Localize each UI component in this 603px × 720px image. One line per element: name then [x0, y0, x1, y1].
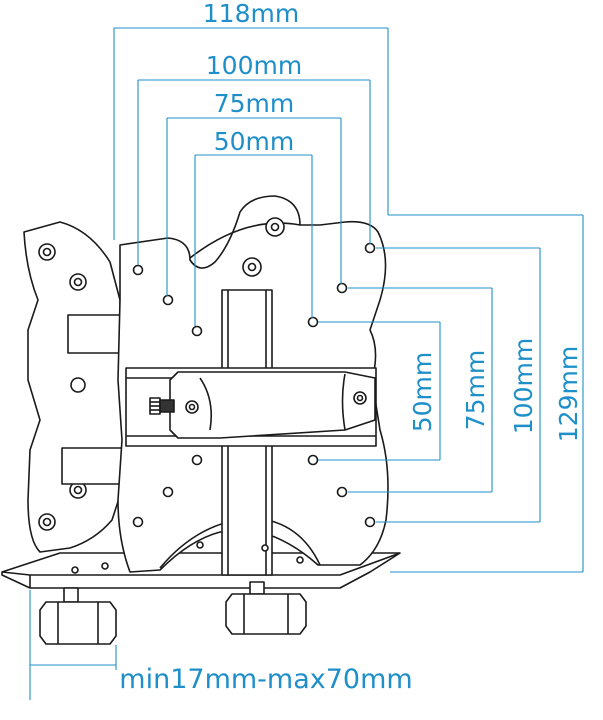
clamp-feet: [39, 581, 307, 645]
dim-height-129: 129mm: [554, 346, 583, 442]
dim-width-50: 50mm: [214, 127, 295, 156]
dim-width-118: 118mm: [203, 0, 299, 28]
dim-width-75: 75mm: [214, 89, 295, 118]
dim-clamp-range: min17mm-max70mm: [119, 664, 412, 695]
dim-height-75: 75mm: [461, 350, 490, 431]
back-plate: [23, 221, 133, 553]
clamp-assembly: [125, 367, 377, 447]
dimension-lines: [29, 27, 584, 700]
dim-height-50: 50mm: [408, 352, 437, 433]
dim-height-100: 100mm: [509, 338, 538, 434]
bracket-drawing: [1, 195, 401, 645]
dim-width-100: 100mm: [206, 51, 302, 80]
dimension-labels: 118mm 100mm 75mm 50mm 50mm 75mm 100mm 12…: [119, 0, 583, 695]
